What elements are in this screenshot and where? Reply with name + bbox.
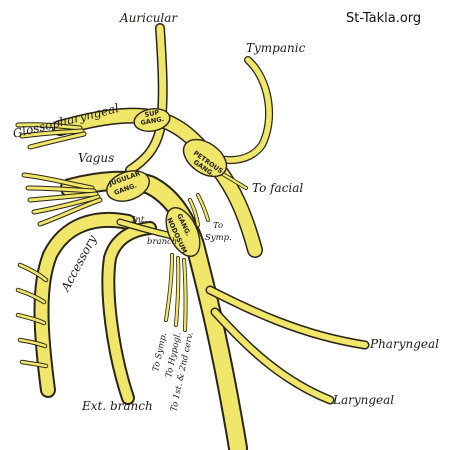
- acc-root-3-fill: [16, 313, 46, 325]
- vagus-root-4-fill: [32, 195, 100, 214]
- vagus-root-5-fill: [38, 198, 102, 226]
- auricular-label: Auricular: [119, 11, 178, 25]
- acc-root-2-fill: [16, 288, 46, 304]
- watermark-text: St-Takla.org: [346, 11, 421, 26]
- to-cerv-twig-fill: [182, 258, 187, 332]
- jugular-ganglion: [106, 170, 150, 202]
- to-hypogl-twig-fill: [174, 256, 180, 327]
- glosso-root-3-fill: [28, 132, 86, 149]
- superior-ganglion: [133, 108, 171, 132]
- glosso-root-1-fill: [16, 123, 82, 130]
- vagus-root-2-fill: [26, 186, 96, 193]
- to-symp-upper-label-1: To: [213, 221, 223, 231]
- vagus-root-3-fill: [28, 192, 98, 202]
- to-symp-lower-twig-fill: [164, 253, 174, 322]
- vagus-root-1-fill: [22, 173, 94, 190]
- to-symp-upper-twig-fill: [196, 193, 210, 222]
- to-symp-upper-label-2: Symp.: [205, 233, 232, 243]
- sup-gang-line1: SUP: [144, 108, 160, 118]
- pharyngeal-label: Pharyngeal: [369, 337, 439, 351]
- to-facial-label: To facial: [252, 181, 303, 195]
- pharyngeal-nerve: [207, 287, 368, 348]
- sup-gang-line2: GANG.: [140, 115, 165, 127]
- to-symp-upper-twig-2-fill: [188, 198, 200, 227]
- acc-root-1-fill: [18, 263, 48, 282]
- ext-branch-label: Ext. branch: [81, 399, 153, 413]
- acc-root-4-fill: [18, 338, 47, 348]
- int-branch-label-1: Int.: [131, 215, 147, 225]
- ext-branch: [103, 223, 155, 403]
- int-branch: [117, 219, 175, 239]
- nodosum-ganglion: [165, 207, 201, 257]
- laryngeal-label: Laryngeal: [332, 393, 394, 407]
- laryngeal-nerve: [212, 309, 333, 403]
- tympanic-label: Tympanic: [246, 41, 306, 55]
- glossopharyngeal-trunk: [53, 109, 262, 257]
- petrous-ganglion: [182, 138, 228, 178]
- acc-root-5-fill: [20, 360, 48, 368]
- ganglia: [106, 108, 228, 257]
- glosso-root-2-fill: [20, 129, 84, 138]
- int-branch-label-2: branch: [147, 237, 177, 247]
- vagus-label: Vagus: [78, 151, 114, 165]
